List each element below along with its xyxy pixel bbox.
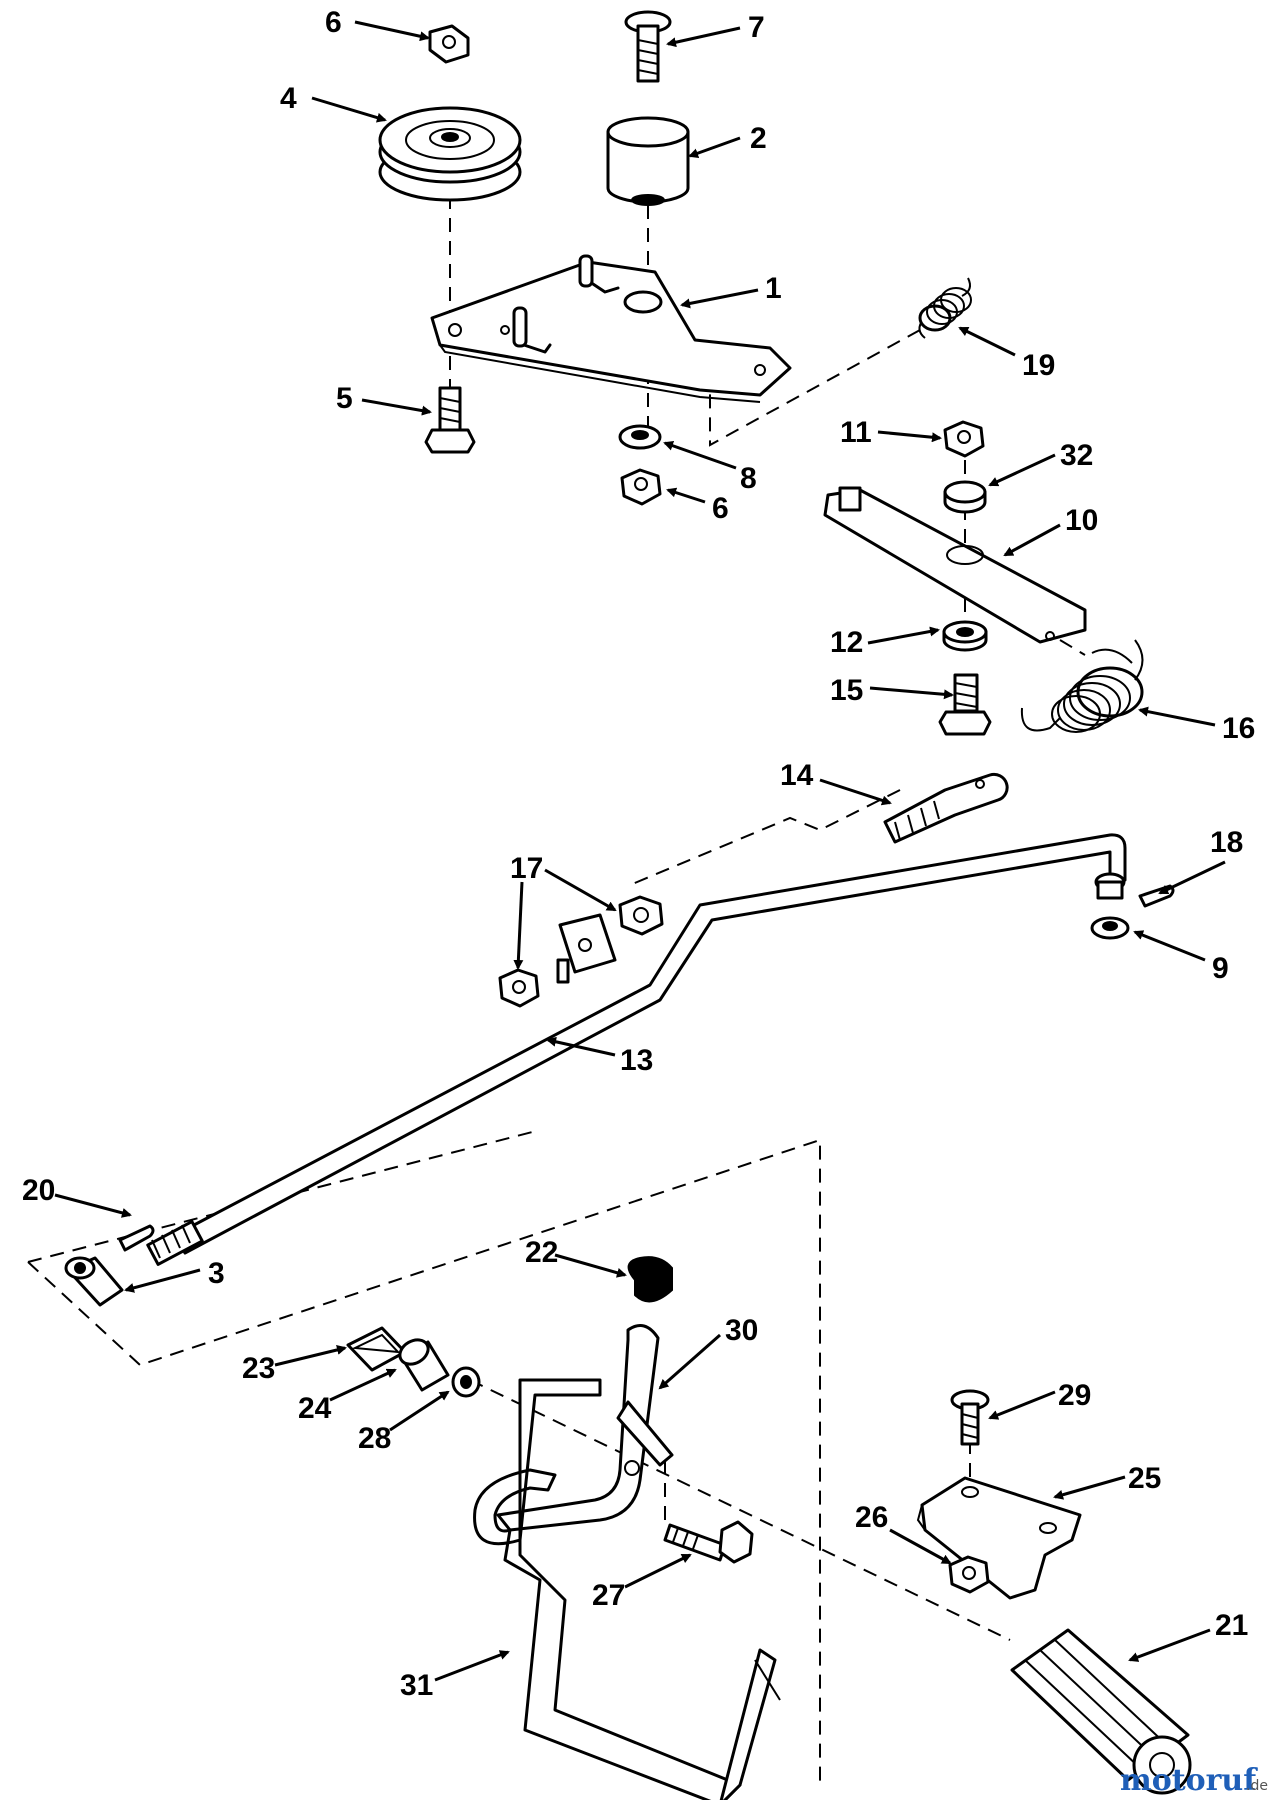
callout-21: 21 xyxy=(1215,1609,1248,1642)
callout-9: 9 xyxy=(1212,952,1229,985)
callout-26: 26 xyxy=(855,1501,888,1534)
callout-7: 7 xyxy=(748,11,765,44)
callout-20: 20 xyxy=(22,1174,55,1207)
callout-10: 10 xyxy=(1065,504,1098,537)
small-extension-spring xyxy=(918,277,972,339)
clutch-pedal-arm xyxy=(496,1324,674,1532)
hex-bolt-left xyxy=(424,386,476,454)
callout-8: 8 xyxy=(740,462,757,495)
hex-nut-top xyxy=(428,24,470,64)
callout-labels: 6 7 4 2 1 19 5 8 6 11 32 10 12 15 16 14 … xyxy=(22,6,1255,1702)
idler-bracket xyxy=(430,254,792,403)
callout-1: 1 xyxy=(765,272,782,305)
hex-nut-11 xyxy=(943,420,985,458)
callout-11: 11 xyxy=(840,416,872,449)
callout-4: 4 xyxy=(280,82,297,115)
callout-6: 6 xyxy=(325,6,342,39)
carriage-bolt xyxy=(624,10,672,83)
leader-lines xyxy=(54,20,1226,1682)
callout-29: 29 xyxy=(1058,1379,1091,1412)
callout-19: 19 xyxy=(1022,349,1055,382)
pedal-frame xyxy=(473,1378,781,1800)
hex-nut-17b xyxy=(498,968,540,1008)
callout-28: 28 xyxy=(358,1422,391,1455)
trunnion xyxy=(64,1256,124,1307)
callout-3: 3 xyxy=(208,1257,225,1290)
mounting-bracket-25 xyxy=(916,1476,1082,1600)
callout-18: 18 xyxy=(1210,826,1243,859)
watermark-brand: motoruf xyxy=(1120,1763,1258,1798)
callout-17: 17 xyxy=(510,852,543,885)
assembly-lines xyxy=(27,195,1086,1785)
callout-16: 16 xyxy=(1222,712,1255,745)
threaded-rod-end xyxy=(883,772,1009,844)
hex-nut-lower xyxy=(620,468,662,506)
pedal-pad xyxy=(627,1256,673,1303)
callout-6b: 6 xyxy=(712,492,729,525)
large-extension-spring xyxy=(1020,639,1144,733)
hex-nut-17a xyxy=(618,895,664,936)
hex-bolt-15 xyxy=(938,673,992,736)
callout-12: 12 xyxy=(830,626,863,659)
callout-15: 15 xyxy=(830,674,863,707)
callout-32: 32 xyxy=(1060,439,1093,472)
callout-31: 31 xyxy=(400,1669,433,1702)
spacer-bushing xyxy=(606,116,690,206)
callout-22: 22 xyxy=(525,1236,558,1269)
flange-bolt-27 xyxy=(663,1520,754,1564)
rod-threaded-end xyxy=(146,1220,204,1266)
callout-23: 23 xyxy=(242,1352,275,1385)
carriage-bolt-29 xyxy=(950,1389,990,1446)
callout-27: 27 xyxy=(592,1579,625,1612)
callout-2: 2 xyxy=(750,122,767,155)
splined-shaft xyxy=(1010,1628,1192,1795)
watermark-logo: motoruf .de xyxy=(1120,1763,1268,1798)
callout-30: 30 xyxy=(725,1314,758,1347)
callout-24: 24 xyxy=(298,1392,332,1425)
pivot-bushing xyxy=(398,1338,450,1392)
callout-13: 13 xyxy=(620,1044,653,1077)
flat-washer-28 xyxy=(451,1366,481,1398)
cotter-pin-20 xyxy=(118,1224,155,1252)
rod-bracket xyxy=(556,913,617,984)
flat-washer-12 xyxy=(942,620,988,652)
pivot-plate xyxy=(346,1326,407,1372)
callout-25: 25 xyxy=(1128,1462,1161,1495)
flat-washer-32 xyxy=(943,480,987,514)
hex-nut-26 xyxy=(948,1555,990,1594)
clutch-rod xyxy=(173,833,1127,1255)
flat-washer-9 xyxy=(1090,916,1130,940)
v-belt-pulley xyxy=(378,106,522,202)
idler-arm-bracket xyxy=(823,486,1087,644)
watermark-suffix: .de xyxy=(1246,1778,1268,1794)
flat-washer-8 xyxy=(618,424,662,450)
callout-5: 5 xyxy=(336,382,353,415)
callout-14: 14 xyxy=(780,759,814,792)
